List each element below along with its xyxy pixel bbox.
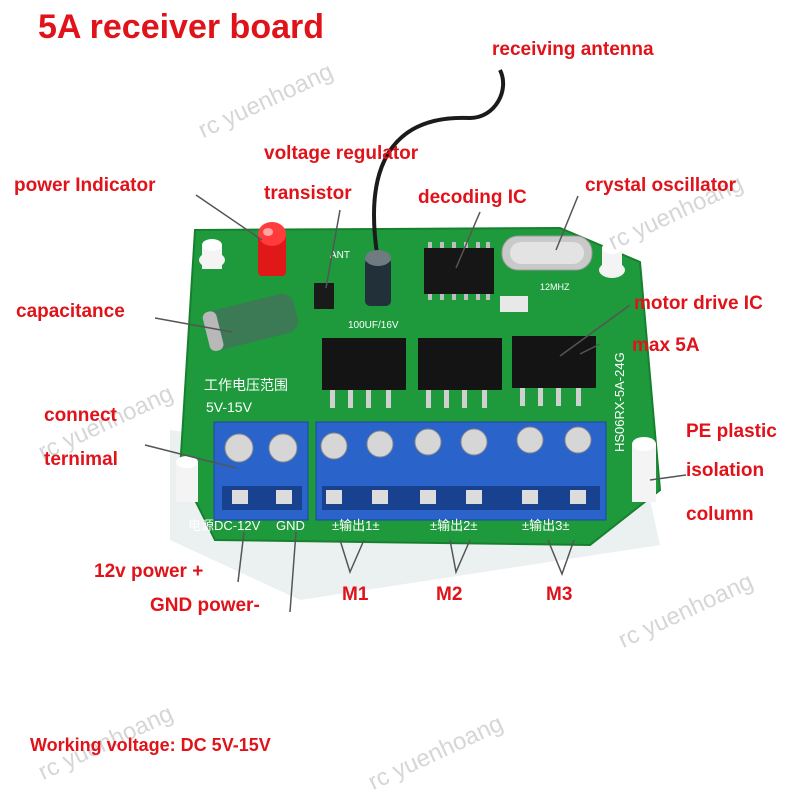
silk-range: 5V-15V — [206, 399, 253, 415]
silk-cap-value: 100UF/16V — [348, 320, 399, 331]
silk-gnd-terminal: GND — [276, 518, 305, 533]
terminal-block-power — [213, 421, 309, 521]
label-capacitance: capacitance — [16, 301, 125, 322]
silk-range-cn: 工作电压范围 — [204, 377, 288, 393]
motor-ic-2 — [418, 338, 502, 408]
standoff-left-bottom — [176, 456, 198, 502]
label-pe-line2: isolation — [686, 460, 765, 481]
label-connect-line1: connect — [44, 405, 117, 426]
label-antenna: receiving antenna — [492, 39, 654, 60]
silk-ant: ANT — [330, 250, 350, 261]
motor-ic-3 — [512, 336, 596, 406]
antenna-wire — [372, 69, 506, 261]
label-regulator-line2: transistor — [264, 183, 352, 204]
silk-out1: ±输出1± — [332, 518, 380, 533]
label-regulator-line1: voltage regulator — [264, 143, 419, 164]
standoff-right-bottom — [632, 437, 656, 502]
small-part — [500, 296, 528, 312]
silk-crystal-value: 12MHZ — [540, 282, 570, 292]
label-crystal: crystal oscillator — [585, 175, 737, 196]
label-motor-ic-line2: max 5A — [632, 335, 700, 356]
label-gnd: GND power- — [150, 595, 260, 616]
terminal-block-outputs — [315, 421, 607, 521]
silk-power-terminal: 电源DC-12V — [188, 518, 261, 533]
label-pe-line1: PE plastic — [686, 421, 777, 442]
decoding-ic — [424, 242, 494, 300]
motor-ic-1 — [322, 338, 406, 408]
label-m1: M1 — [342, 584, 369, 605]
led — [258, 222, 286, 276]
label-m3: M3 — [546, 584, 573, 605]
label-power-plus: 12v power + — [94, 561, 204, 582]
silk-out2: ±输出2± — [430, 518, 478, 533]
regulator-transistor — [314, 283, 334, 309]
capacitor — [202, 293, 298, 352]
label-power-indicator: power Indicator — [14, 175, 156, 196]
label-pe-line3: column — [686, 504, 754, 525]
label-m2: M2 — [436, 584, 463, 605]
leader-lines — [144, 194, 687, 613]
page-title: 5A receiver board — [38, 8, 324, 46]
silk-out3: ±输出3± — [522, 518, 570, 533]
label-motor-ic-line1: motor drive IC — [634, 293, 763, 314]
crystal — [501, 235, 593, 271]
label-decoding-ic: decoding IC — [418, 187, 527, 208]
silk-model: HS06RX-5A-24G — [612, 352, 627, 452]
standoff-right-top — [599, 242, 625, 278]
small-capacitor — [365, 250, 391, 306]
standoff-left-top — [199, 239, 225, 269]
label-connect-line2: ternimal — [44, 449, 118, 470]
label-working-voltage: Working voltage: DC 5V-15V — [30, 735, 271, 755]
